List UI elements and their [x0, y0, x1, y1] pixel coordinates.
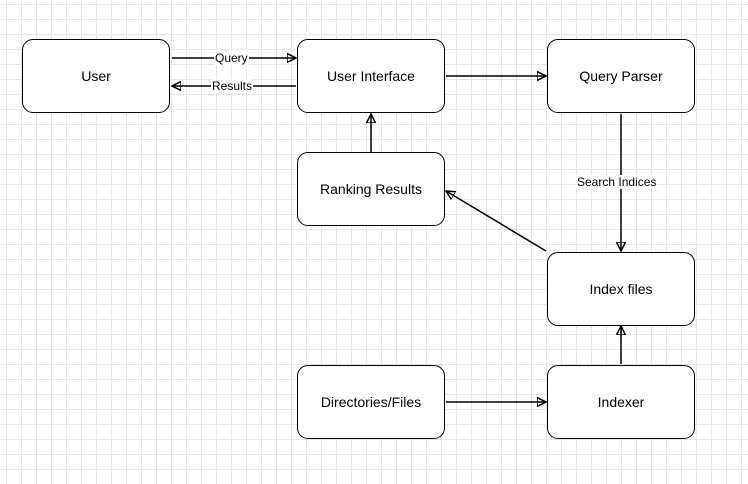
node-index-files[interactable]: Index files	[547, 252, 695, 326]
edge-label-query: Query	[214, 51, 249, 65]
node-index-files-label: Index files	[589, 281, 653, 297]
node-ranking-results[interactable]: Ranking Results	[297, 152, 445, 226]
edge-label-results: Results	[211, 79, 254, 93]
edge-index-to-ranking[interactable]	[446, 191, 547, 252]
node-indexer-label: Indexer	[597, 394, 645, 410]
node-directories-files-label: Directories/Files	[320, 394, 422, 410]
node-directories-files[interactable]: Directories/Files	[297, 365, 445, 439]
edge-label-search-indices: Search Indices	[576, 175, 658, 189]
node-user-label: User	[81, 68, 111, 84]
node-user[interactable]: User	[22, 39, 170, 113]
node-indexer[interactable]: Indexer	[547, 365, 695, 439]
node-user-interface-label: User Interface	[327, 68, 415, 84]
node-query-parser[interactable]: Query Parser	[547, 39, 695, 113]
node-query-parser-label: Query Parser	[579, 68, 663, 84]
node-user-interface[interactable]: User Interface	[297, 39, 445, 113]
node-ranking-results-label: Ranking Results	[320, 181, 422, 197]
